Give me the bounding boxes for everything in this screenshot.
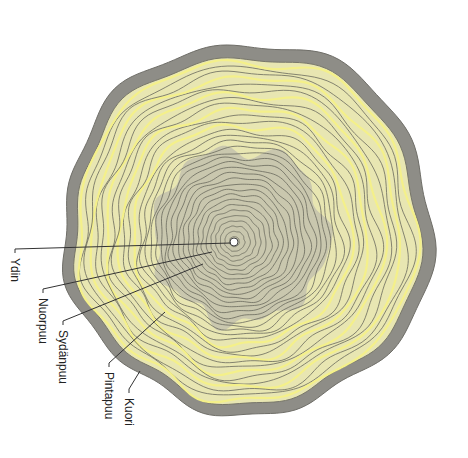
part-label: Ydin [8, 258, 22, 282]
part-label: Nuorpuu [36, 298, 50, 344]
growth-ring [229, 237, 239, 247]
growth-rings [78, 60, 420, 402]
growth-ring [111, 103, 377, 363]
growth-ring [216, 221, 256, 261]
growth-ring [156, 153, 327, 323]
leader-line [109, 312, 165, 367]
growth-ring [128, 121, 359, 352]
growth-ring [179, 178, 299, 299]
growth-ring [211, 216, 261, 266]
leader-line [15, 243, 231, 253]
growth-ring [206, 210, 266, 271]
growth-ring [123, 115, 363, 356]
leader-line [43, 252, 212, 293]
growth-ring [173, 172, 305, 302]
part-label: Kuori [122, 398, 136, 426]
growth-ring [145, 140, 336, 331]
growth-ring [196, 199, 278, 279]
growth-ring [118, 108, 368, 360]
growth-ring [220, 226, 250, 256]
pith [230, 238, 238, 246]
growth-ring [161, 157, 321, 319]
growth-ring [165, 161, 317, 312]
sapwood [74, 58, 423, 405]
growth-ring [108, 97, 384, 367]
part-label: Sydänpuu [56, 330, 70, 384]
growth-ring [107, 92, 387, 375]
growth-ring [78, 60, 420, 402]
growth-ring [168, 167, 312, 306]
leader-line [129, 371, 140, 393]
growth-ring [79, 66, 416, 395]
growth-ring [188, 189, 288, 290]
growth-ring [137, 129, 351, 340]
growth-ring [101, 90, 392, 381]
growth-ring [193, 194, 283, 285]
leader-line [63, 264, 203, 325]
growth-ring [91, 76, 400, 388]
growth-ring [201, 205, 272, 275]
growth-ring [135, 125, 354, 348]
growth-ring [183, 184, 293, 294]
heartwood [154, 146, 333, 331]
part-label: Pintapuu [102, 372, 116, 419]
bark [62, 45, 436, 416]
growth-ring [151, 146, 331, 327]
growth-ring [84, 71, 409, 391]
growth-ring [225, 231, 245, 251]
growth-ring [139, 135, 344, 334]
growth-ring [96, 84, 397, 384]
